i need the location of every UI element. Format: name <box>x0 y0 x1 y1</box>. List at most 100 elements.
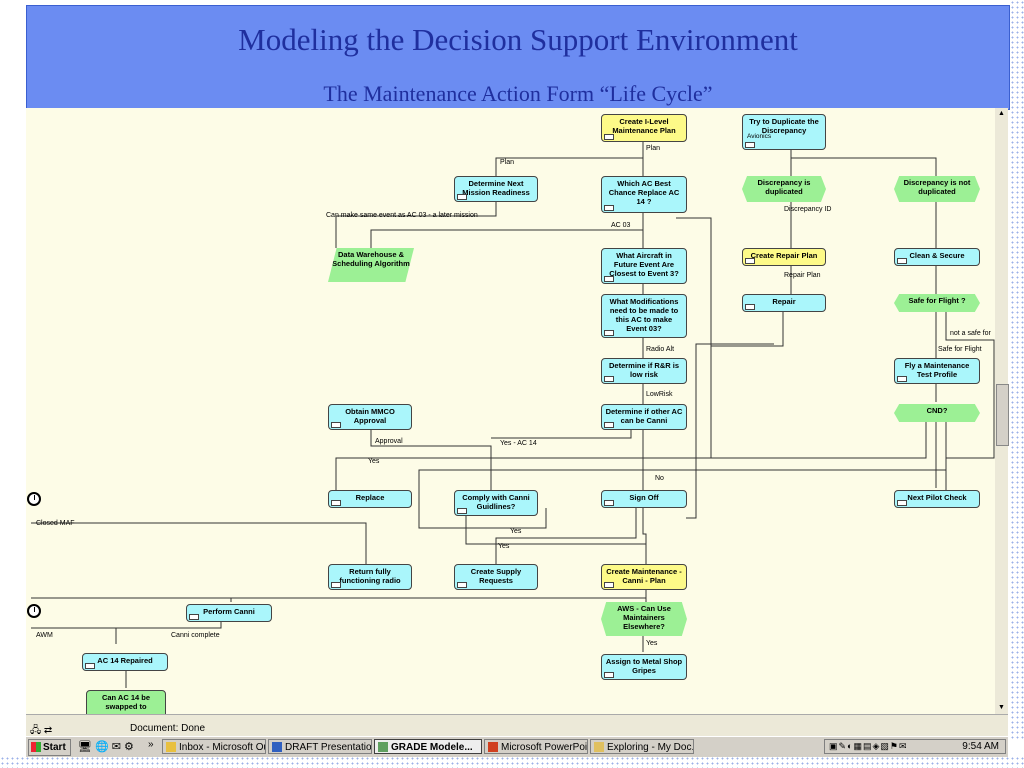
node-create-supply[interactable]: Create Supply Requests <box>454 564 538 590</box>
node-discrepancy-duplicated[interactable]: Discrepancy is duplicated <box>742 176 826 202</box>
edge-label-safe-for-flight: Safe for Flight <box>938 346 982 353</box>
edge-label-yes: Yes <box>510 528 522 535</box>
doc-icon <box>604 422 614 428</box>
edge-label-no: No <box>655 475 664 482</box>
doc-icon <box>85 663 95 669</box>
process-diagram-canvas[interactable]: Create I-Level Maintenance Plan Try to D… <box>26 108 1008 714</box>
node-determine-other-ac[interactable]: Determine if other AC can be Canni <box>601 404 687 430</box>
edge-label-radio-alt: Radio Alt <box>646 346 675 353</box>
node-create-repair-plan[interactable]: Create Repair Plan <box>742 248 826 266</box>
doc-icon <box>745 142 755 148</box>
edge-label-plan: Plan <box>646 145 661 152</box>
node-obtain-mmco[interactable]: Obtain MMCO Approval <box>328 404 412 430</box>
doc-icon <box>604 500 614 506</box>
clock-trigger-icon <box>27 492 41 506</box>
node-clean-secure[interactable]: Clean & Secure <box>894 248 980 266</box>
doc-icon <box>745 304 755 310</box>
diagram-vertical-scrollbar[interactable]: ▲ ▼ <box>995 108 1009 714</box>
doc-icon <box>457 508 467 514</box>
node-replace[interactable]: Replace <box>328 490 412 508</box>
windows-taskbar: Start 🖥 🌐 ✉ ⚙ » Inbox - Microsoft Ou... … <box>26 736 1008 757</box>
edge-label-ac03: AC 03 <box>611 222 631 229</box>
diagram-horizontal-scrollbar[interactable] <box>26 714 1008 723</box>
edge-label-yes-ac14: Yes - AC 14 <box>500 440 537 447</box>
node-what-aircraft[interactable]: What Aircraft in Future Event Are Closes… <box>601 248 687 284</box>
grade-icon <box>378 742 388 752</box>
edge-label-canni-complete: Canni complete <box>171 632 220 639</box>
start-button[interactable]: Start <box>28 739 71 756</box>
edge-label-plan: Plan <box>500 159 515 166</box>
node-safe-for-flight[interactable]: Safe for Flight ? <box>894 294 980 312</box>
scroll-down-icon[interactable]: ▼ <box>998 704 1005 711</box>
diagram-connectors <box>31 140 995 688</box>
doc-icon <box>897 376 907 382</box>
doc-icon <box>604 376 614 382</box>
node-determine-next-mission[interactable]: Determine Next Mission Readiness <box>454 176 538 202</box>
outlook-icon <box>166 742 176 752</box>
task-exploring[interactable]: Exploring - My Doc... <box>590 739 694 754</box>
node-determine-rr[interactable]: Determine if R&R is low risk <box>601 358 687 384</box>
edge-label-closed-maf: Closed MAF <box>36 520 75 527</box>
node-comply-canni[interactable]: Comply with Canni Guidlines? <box>454 490 538 516</box>
task-powerpoint[interactable]: Microsoft PowerPoi... <box>484 739 588 754</box>
task-draft-presentation[interactable]: DRAFT Presentatio... <box>268 739 372 754</box>
node-next-pilot-check[interactable]: Next Pilot Check <box>894 490 980 508</box>
scroll-up-icon[interactable]: ▲ <box>998 110 1005 117</box>
node-create-maint-canni[interactable]: Create Maintenance - Canni - Plan <box>601 564 687 590</box>
doc-icon <box>745 258 755 264</box>
node-create-ilevel-plan[interactable]: Create I-Level Maintenance Plan <box>601 114 687 142</box>
node-what-modifications[interactable]: What Modifications need to be made to th… <box>601 294 687 338</box>
doc-icon <box>604 276 614 282</box>
doc-icon <box>604 205 614 211</box>
node-cnd[interactable]: CND? <box>894 404 980 422</box>
doc-icon <box>604 582 614 588</box>
doc-icon <box>897 258 907 264</box>
edge-label-repair-plan: Repair Plan <box>784 272 821 279</box>
tray-clock[interactable]: 9:54 AM <box>962 741 999 752</box>
doc-icon <box>331 582 341 588</box>
node-return-radio[interactable]: Return fully functioning radio <box>328 564 412 590</box>
node-sign-off[interactable]: Sign Off <box>601 490 687 508</box>
node-fly-maintenance[interactable]: Fly a Maintenance Test Profile <box>894 358 980 384</box>
node-assign-metal[interactable]: Assign to Metal Shop Gripes <box>601 654 687 680</box>
start-logo-icon <box>31 742 41 752</box>
slide-dot-pattern <box>1010 0 1024 740</box>
node-repair[interactable]: Repair <box>742 294 826 312</box>
edge-label-not-safe: not a safe for <box>950 330 991 337</box>
system-tray: ▣✎◐▦▤◈▧⚑✉ 9:54 AM <box>824 739 1006 754</box>
node-ac14-repaired[interactable]: AC 14 Repaired <box>82 653 168 671</box>
browser-status-bar: 🖧 ⇄ Document: Done <box>26 722 1008 736</box>
quick-launch-more[interactable]: » <box>148 739 154 750</box>
node-which-ac[interactable]: Which AC Best Chance Replace AC 14 ? <box>601 176 687 213</box>
edge-label-approval: Approval <box>375 438 403 445</box>
edge-label-discrepancy-id: Discrepancy ID <box>784 206 832 213</box>
status-text: Document: Done <box>130 723 206 734</box>
node-aws[interactable]: AWS - Can Use Maintainers Elsewhere? <box>601 602 687 636</box>
slide-title: Modeling the Decision Support Environmen… <box>238 22 798 57</box>
folder-icon <box>594 742 604 752</box>
node-data-warehouse[interactable]: Data Warehouse & Scheduling Algorithm <box>328 248 414 282</box>
slide-subtitle: The Maintenance Action Form “Life Cycle” <box>323 81 713 106</box>
status-icons: 🖧 ⇄ <box>30 725 53 736</box>
task-grade-modeler[interactable]: GRADE Modele... <box>374 739 482 754</box>
doc-icon <box>897 500 907 506</box>
edge-label-low-risk: LowRisk <box>646 391 673 398</box>
doc-icon <box>604 672 614 678</box>
tray-icons[interactable]: ▣✎◐▦▤◈▧⚑✉ <box>829 741 908 751</box>
doc-icon <box>331 500 341 506</box>
scroll-thumb[interactable] <box>996 384 1009 446</box>
slide-header: Modeling the Decision Support Environmen… <box>26 5 1010 110</box>
quick-launch-icons[interactable]: 🖥 🌐 ✉ ⚙ <box>78 741 134 753</box>
node-discrepancy-not-duplicated[interactable]: Discrepancy is not duplicated <box>894 176 980 202</box>
doc-icon <box>604 134 614 140</box>
edge-label-same-event: Can make same event as AC 03 - a later m… <box>326 212 478 219</box>
doc-icon <box>189 614 199 620</box>
node-perform-canni[interactable]: Perform Canni <box>186 604 272 622</box>
word-icon <box>272 742 282 752</box>
doc-icon <box>331 422 341 428</box>
edge-label-awm: AWM <box>36 632 53 639</box>
edge-label-yes: Yes <box>498 543 510 550</box>
node-can-ac14-swapped[interactable]: Can AC 14 be swapped to <box>86 690 166 714</box>
task-inbox-outlook[interactable]: Inbox - Microsoft Ou... <box>162 739 266 754</box>
